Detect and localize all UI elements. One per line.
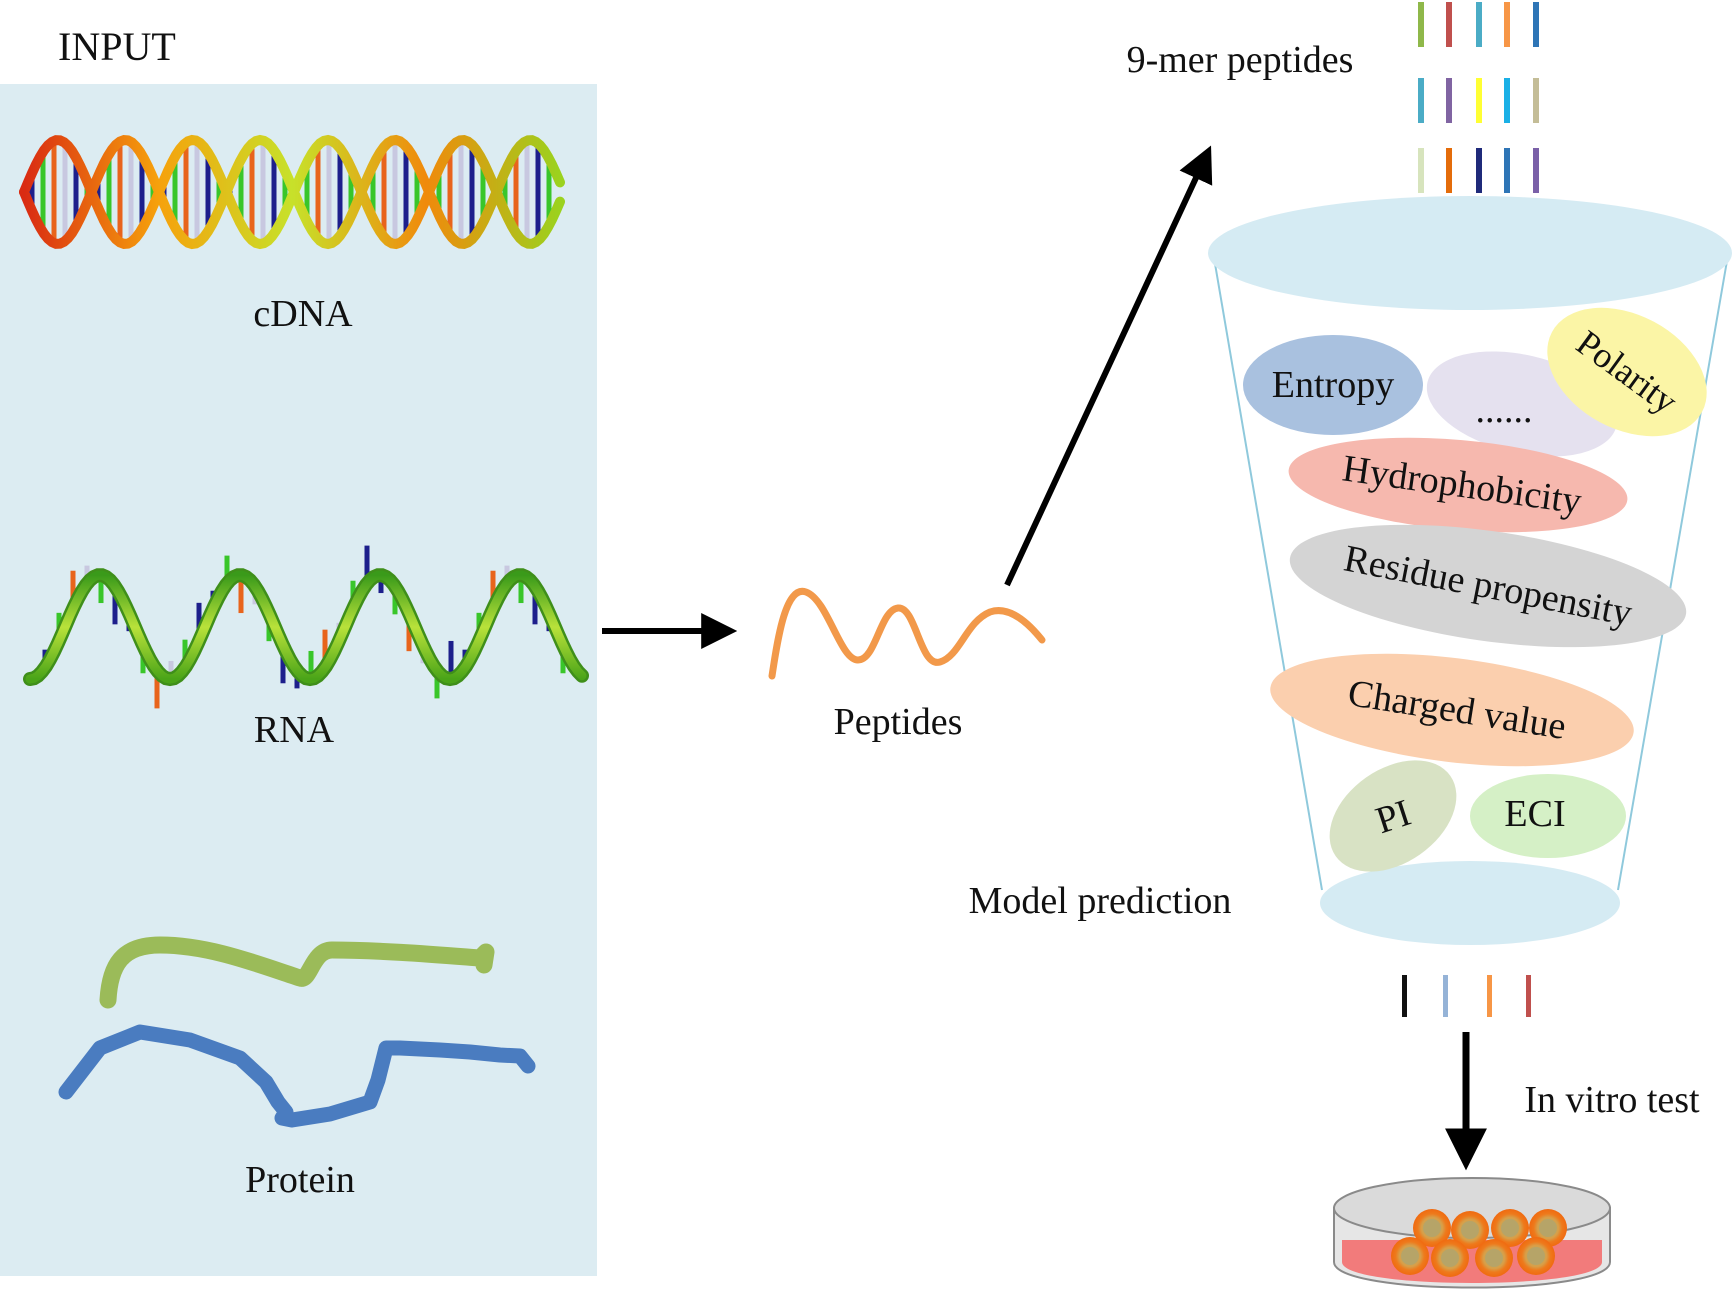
peptide-bar <box>1446 2 1452 47</box>
rna-strand <box>25 570 587 684</box>
funnel-bottom <box>1320 861 1620 945</box>
peptide-bar <box>1446 78 1452 123</box>
protein-chain-green <box>99 936 495 1009</box>
output-peptide-bar <box>1402 975 1407 1017</box>
peptide-bar <box>1446 148 1452 193</box>
cell-nucleus <box>1441 1249 1459 1267</box>
feature-eci: ECI <box>1470 774 1626 858</box>
rna-helix-icon <box>23 545 589 709</box>
dna-strand <box>19 134 565 250</box>
funnel-outline <box>1212 251 1729 891</box>
petri-dish-icon <box>1333 1177 1611 1289</box>
model-prediction-label: Model prediction <box>969 880 1232 922</box>
feature-charged-value-ellipse <box>1270 653 1634 767</box>
cdna-label: cDNA <box>253 293 353 335</box>
cell-cluster <box>1391 1209 1567 1277</box>
cell-nucleus <box>1539 1219 1557 1237</box>
output-peptide-bar <box>1443 975 1448 1017</box>
9mer-peptides-label: 9-mer peptides <box>1127 39 1354 81</box>
peptide-bar <box>1418 78 1424 123</box>
protein-chain-blue <box>58 1024 536 1128</box>
feature-funnel: Entropy ...... Polarity Hydrophobicity R… <box>1208 196 1732 945</box>
arrow-to-9mer <box>1004 145 1213 587</box>
feature-residue-propensity: Residue propensity <box>1289 524 1687 648</box>
dna-double-helix-icon <box>19 134 565 250</box>
cell-nucleus <box>1485 1249 1503 1267</box>
cell-nucleus <box>1461 1221 1479 1239</box>
output-peptide-bar <box>1487 975 1492 1017</box>
peptide-bar <box>1533 148 1539 193</box>
in-vitro-test-label: In vitro test <box>1524 1079 1700 1121</box>
peptides-label: Peptides <box>834 701 963 743</box>
peptide-bar <box>1504 2 1510 47</box>
feature-ellipsis-label: ...... <box>1476 389 1533 431</box>
feature-charged-value: Charged value <box>1270 653 1634 767</box>
input-panel-title: INPUT <box>58 24 176 69</box>
feature-eci-ellipse <box>1470 774 1626 858</box>
predicted-peptide-bars <box>1402 975 1531 1017</box>
cell-nucleus <box>1423 1219 1441 1237</box>
peptide-chain-icon <box>768 587 1046 680</box>
feature-entropy-label: Entropy <box>1272 364 1394 406</box>
feature-hydrophobicity-ellipse <box>1288 437 1628 533</box>
feature-residue-propensity-ellipse <box>1289 524 1687 648</box>
output-peptide-bar <box>1526 975 1531 1017</box>
peptide-bar <box>1476 78 1482 123</box>
feature-polarity: Polarity <box>1547 307 1707 437</box>
feature-eci-label: ECI <box>1504 793 1565 835</box>
peptide-bar <box>1504 148 1510 193</box>
feature-pi: PI <box>1329 760 1457 872</box>
cell-nucleus <box>1501 1219 1519 1237</box>
peptide-bar <box>1476 148 1482 193</box>
funnel-top <box>1208 196 1732 310</box>
feature-pi-ellipse <box>1329 760 1457 872</box>
input-panel: INPUT cDNA RNA Protein <box>0 24 597 1276</box>
protein-label: Protein <box>245 1159 355 1201</box>
feature-polarity-ellipse <box>1547 307 1707 437</box>
cell-nucleus <box>1401 1247 1419 1265</box>
feature-entropy: Entropy <box>1243 335 1423 435</box>
peptide-bar <box>1418 2 1424 47</box>
peptide-bar <box>1504 78 1510 123</box>
feature-entropy-ellipse <box>1243 335 1423 435</box>
peptide-bar <box>1418 148 1424 193</box>
cell-nucleus <box>1527 1247 1545 1265</box>
feature-hydrophobicity: Hydrophobicity <box>1288 437 1628 533</box>
peptide-bar <box>1533 2 1539 47</box>
peptide-bar <box>1476 2 1482 47</box>
protein-chain-icon <box>58 936 536 1128</box>
rna-label: RNA <box>254 709 335 751</box>
peptide-bar <box>1533 78 1539 123</box>
